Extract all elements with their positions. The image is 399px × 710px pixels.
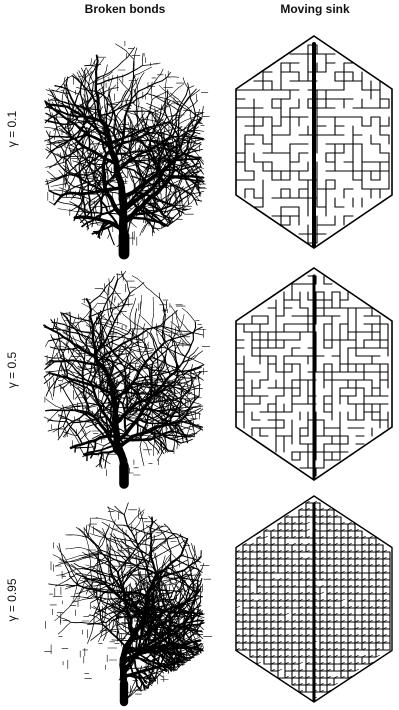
panel-moving-sink-gamma-0-1	[232, 30, 397, 255]
column-title-moving-sink: Moving sink	[240, 2, 390, 16]
row-label-gamma-0-1: γ = 0.1	[5, 89, 19, 169]
river-tree	[45, 41, 210, 254]
row-label-gamma-0-95: γ = 0.95	[5, 560, 19, 640]
panel-moving-sink-gamma-0-95	[232, 490, 397, 708]
column-title-broken-bonds: Broken bonds	[50, 2, 200, 16]
panel-moving-sink-gamma-0-5	[232, 262, 397, 487]
panel-broken-bonds-gamma-0-5	[37, 262, 212, 490]
row-label-gamma-0-5: γ = 0.5	[5, 330, 19, 410]
river-tree	[45, 503, 212, 704]
panel-broken-bonds-gamma-0-1	[37, 30, 212, 260]
river-tree	[44, 271, 210, 484]
panel-broken-bonds-gamma-0-95	[37, 490, 212, 708]
